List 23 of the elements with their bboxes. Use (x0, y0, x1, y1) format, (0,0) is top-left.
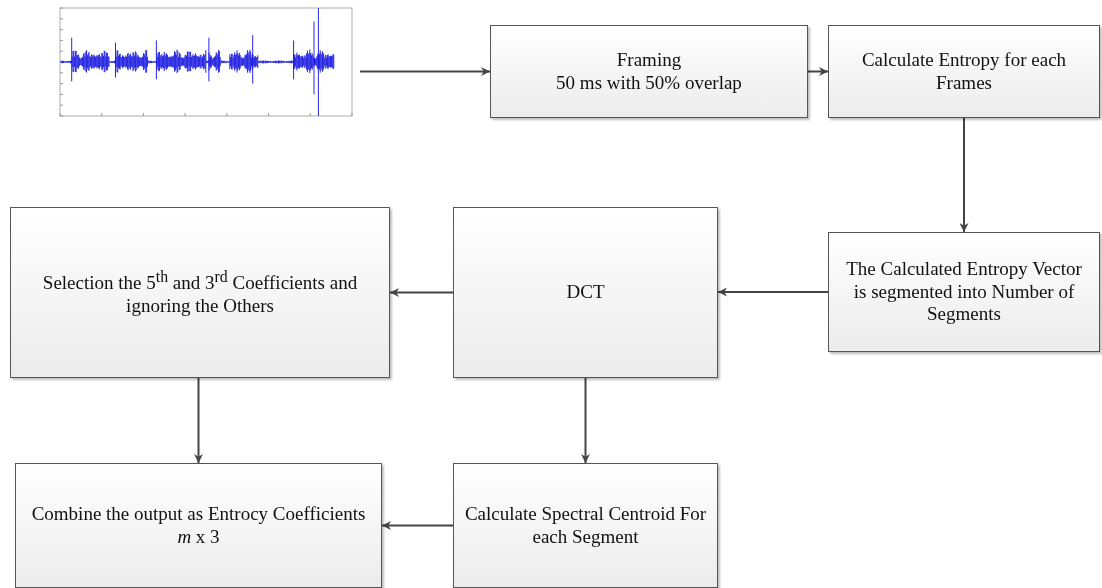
arrow (581, 377, 590, 464)
arrow (359, 67, 491, 76)
process-box (453, 207, 718, 378)
process-box (10, 207, 390, 378)
box-label: Combine the output as Entrocy Coefficients m x 3 (30, 502, 367, 549)
arrow (381, 521, 454, 530)
process-box (828, 25, 1100, 118)
box-label: Calculate Spectral Centroid For each Segment (464, 502, 707, 549)
process-box (490, 25, 808, 118)
arrow (807, 67, 829, 76)
arrow (389, 288, 454, 297)
box-label: Selection the 5$^{th}$ and 3$^{rd}$ Coefficients and ignoring the Others (41, 267, 359, 318)
process-box (15, 463, 382, 588)
arrow (959, 117, 969, 233)
box-label: Calculate Entropy for each Frames (860, 48, 1068, 95)
arrow (717, 287, 829, 297)
box-label: Framing (616, 48, 682, 72)
box-label: 50 ms with 50% overlap (556, 71, 742, 95)
process-box (828, 232, 1100, 352)
box-label: The Calculated Entropy Vector is segmented into Number of Segments (845, 257, 1083, 327)
arrow (194, 377, 203, 464)
box-label: DCT (566, 281, 605, 304)
process-box (453, 463, 718, 588)
